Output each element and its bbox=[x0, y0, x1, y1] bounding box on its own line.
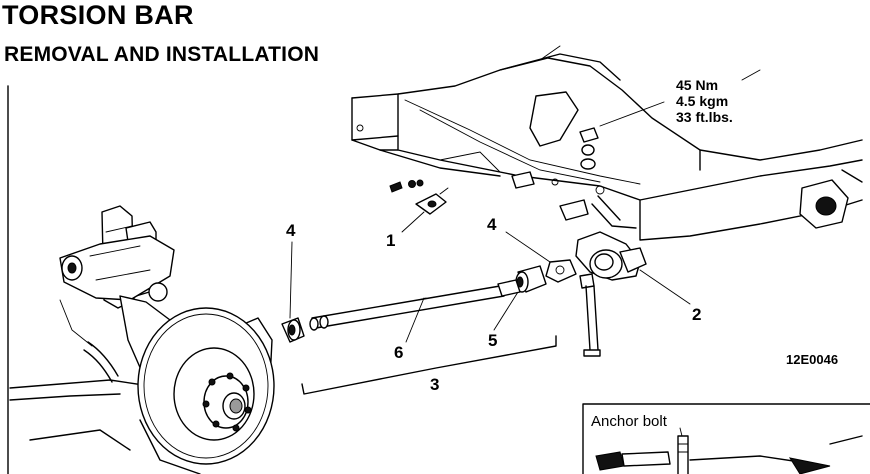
inset-label: Anchor bolt bbox=[591, 413, 668, 430]
anchor-piece bbox=[493, 265, 547, 331]
callout-5: 5 bbox=[488, 331, 497, 350]
page-title: TORSION BAR bbox=[2, 0, 194, 30]
assembly-bracket bbox=[301, 335, 557, 395]
callout-1: 1 bbox=[386, 231, 395, 250]
seal-boot-left bbox=[281, 241, 305, 343]
anchor-bolt bbox=[583, 285, 601, 357]
torsion-bar bbox=[309, 279, 521, 343]
seal-boot-right bbox=[505, 231, 577, 283]
callout-3: 3 bbox=[430, 375, 439, 394]
figure-code: 12E0046 bbox=[786, 352, 838, 367]
callout-2: 2 bbox=[692, 305, 701, 324]
small-parts-group bbox=[389, 179, 449, 233]
section-subtitle: REMOVAL AND INSTALLATION bbox=[4, 43, 320, 66]
callout-4-right: 4 bbox=[487, 215, 497, 234]
torque-nut-stack bbox=[579, 101, 665, 170]
callout-4-left: 4 bbox=[286, 221, 296, 240]
torque-spec-nm: 45 Nm bbox=[676, 77, 718, 93]
torque-spec-kgm: 4.5 kgm bbox=[676, 93, 728, 109]
vehicle-frame bbox=[351, 45, 863, 241]
torque-spec-ftlbs: 33 ft.lbs. bbox=[676, 109, 733, 125]
suspension-assembly bbox=[9, 205, 275, 474]
anchor-arm bbox=[575, 231, 691, 305]
callout-6: 6 bbox=[394, 343, 403, 362]
anchor-bolt-inset: Anchor bolt bbox=[582, 403, 870, 474]
